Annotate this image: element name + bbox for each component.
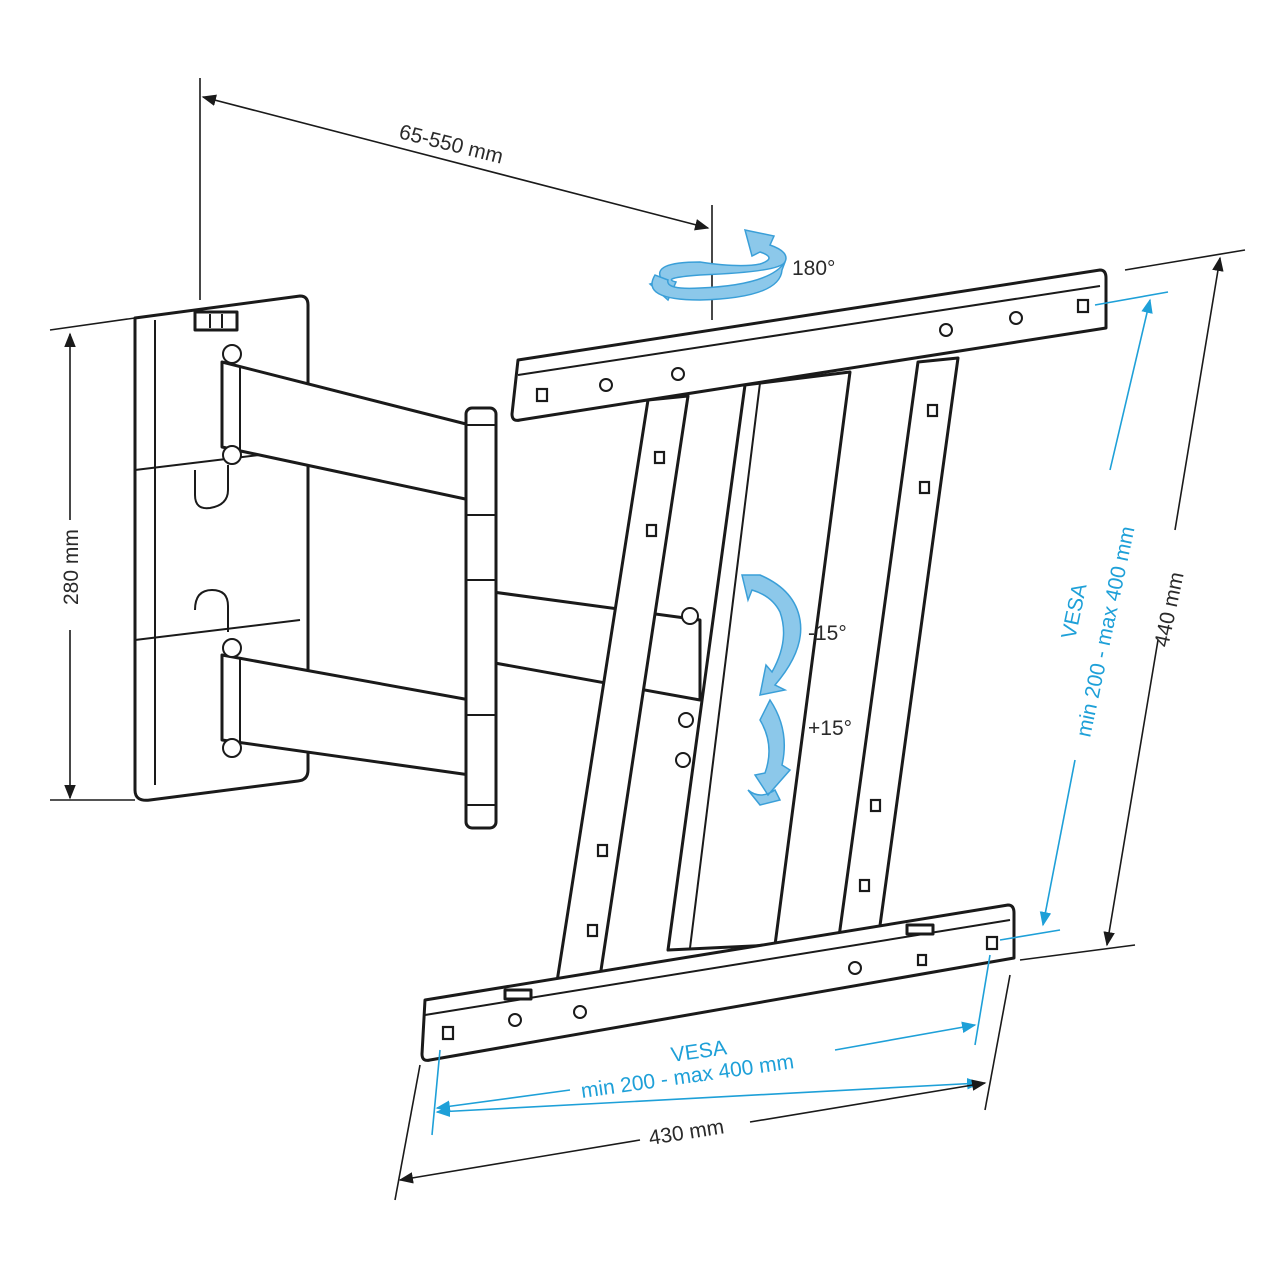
center-tilt-column (666, 370, 852, 952)
tilt-indicator: -15° +15° (741, 574, 852, 806)
tilt-down-arrow-icon (747, 698, 792, 806)
total-height-label: 440 mm (1150, 570, 1188, 649)
tilt-up-arrow-icon (741, 574, 802, 696)
total-width-label: 430 mm (647, 1115, 726, 1150)
tilt-down-label: +15° (808, 717, 852, 740)
center-arm (476, 588, 702, 702)
dim-vesa-vertical: VESA min 200 - max 400 mm (999, 291, 1169, 941)
vesa-vertical-range: min 200 - max 400 mm (1072, 524, 1139, 739)
tilt-up-label: -15° (808, 622, 847, 645)
top-horizontal-rail (510, 268, 1108, 422)
dim-wall-plate-height: 280 mm (49, 317, 136, 801)
dim-arm-extension: 65-550 mm (199, 78, 713, 320)
rotation-indicator: 180° (648, 229, 835, 302)
dim-total-height: 440 mm (1019, 249, 1246, 961)
right-vertical-rail (836, 356, 960, 946)
vesa-vertical-title: VESA (1057, 581, 1091, 641)
dim-vesa-horizontal: VESA min 200 - max 400 mm (431, 954, 991, 1136)
bottom-horizontal-rail (420, 903, 1016, 1062)
wall-plate-height-label: 280 mm (60, 529, 83, 605)
rotation-label: 180° (792, 257, 835, 280)
pivot-post (464, 406, 498, 830)
